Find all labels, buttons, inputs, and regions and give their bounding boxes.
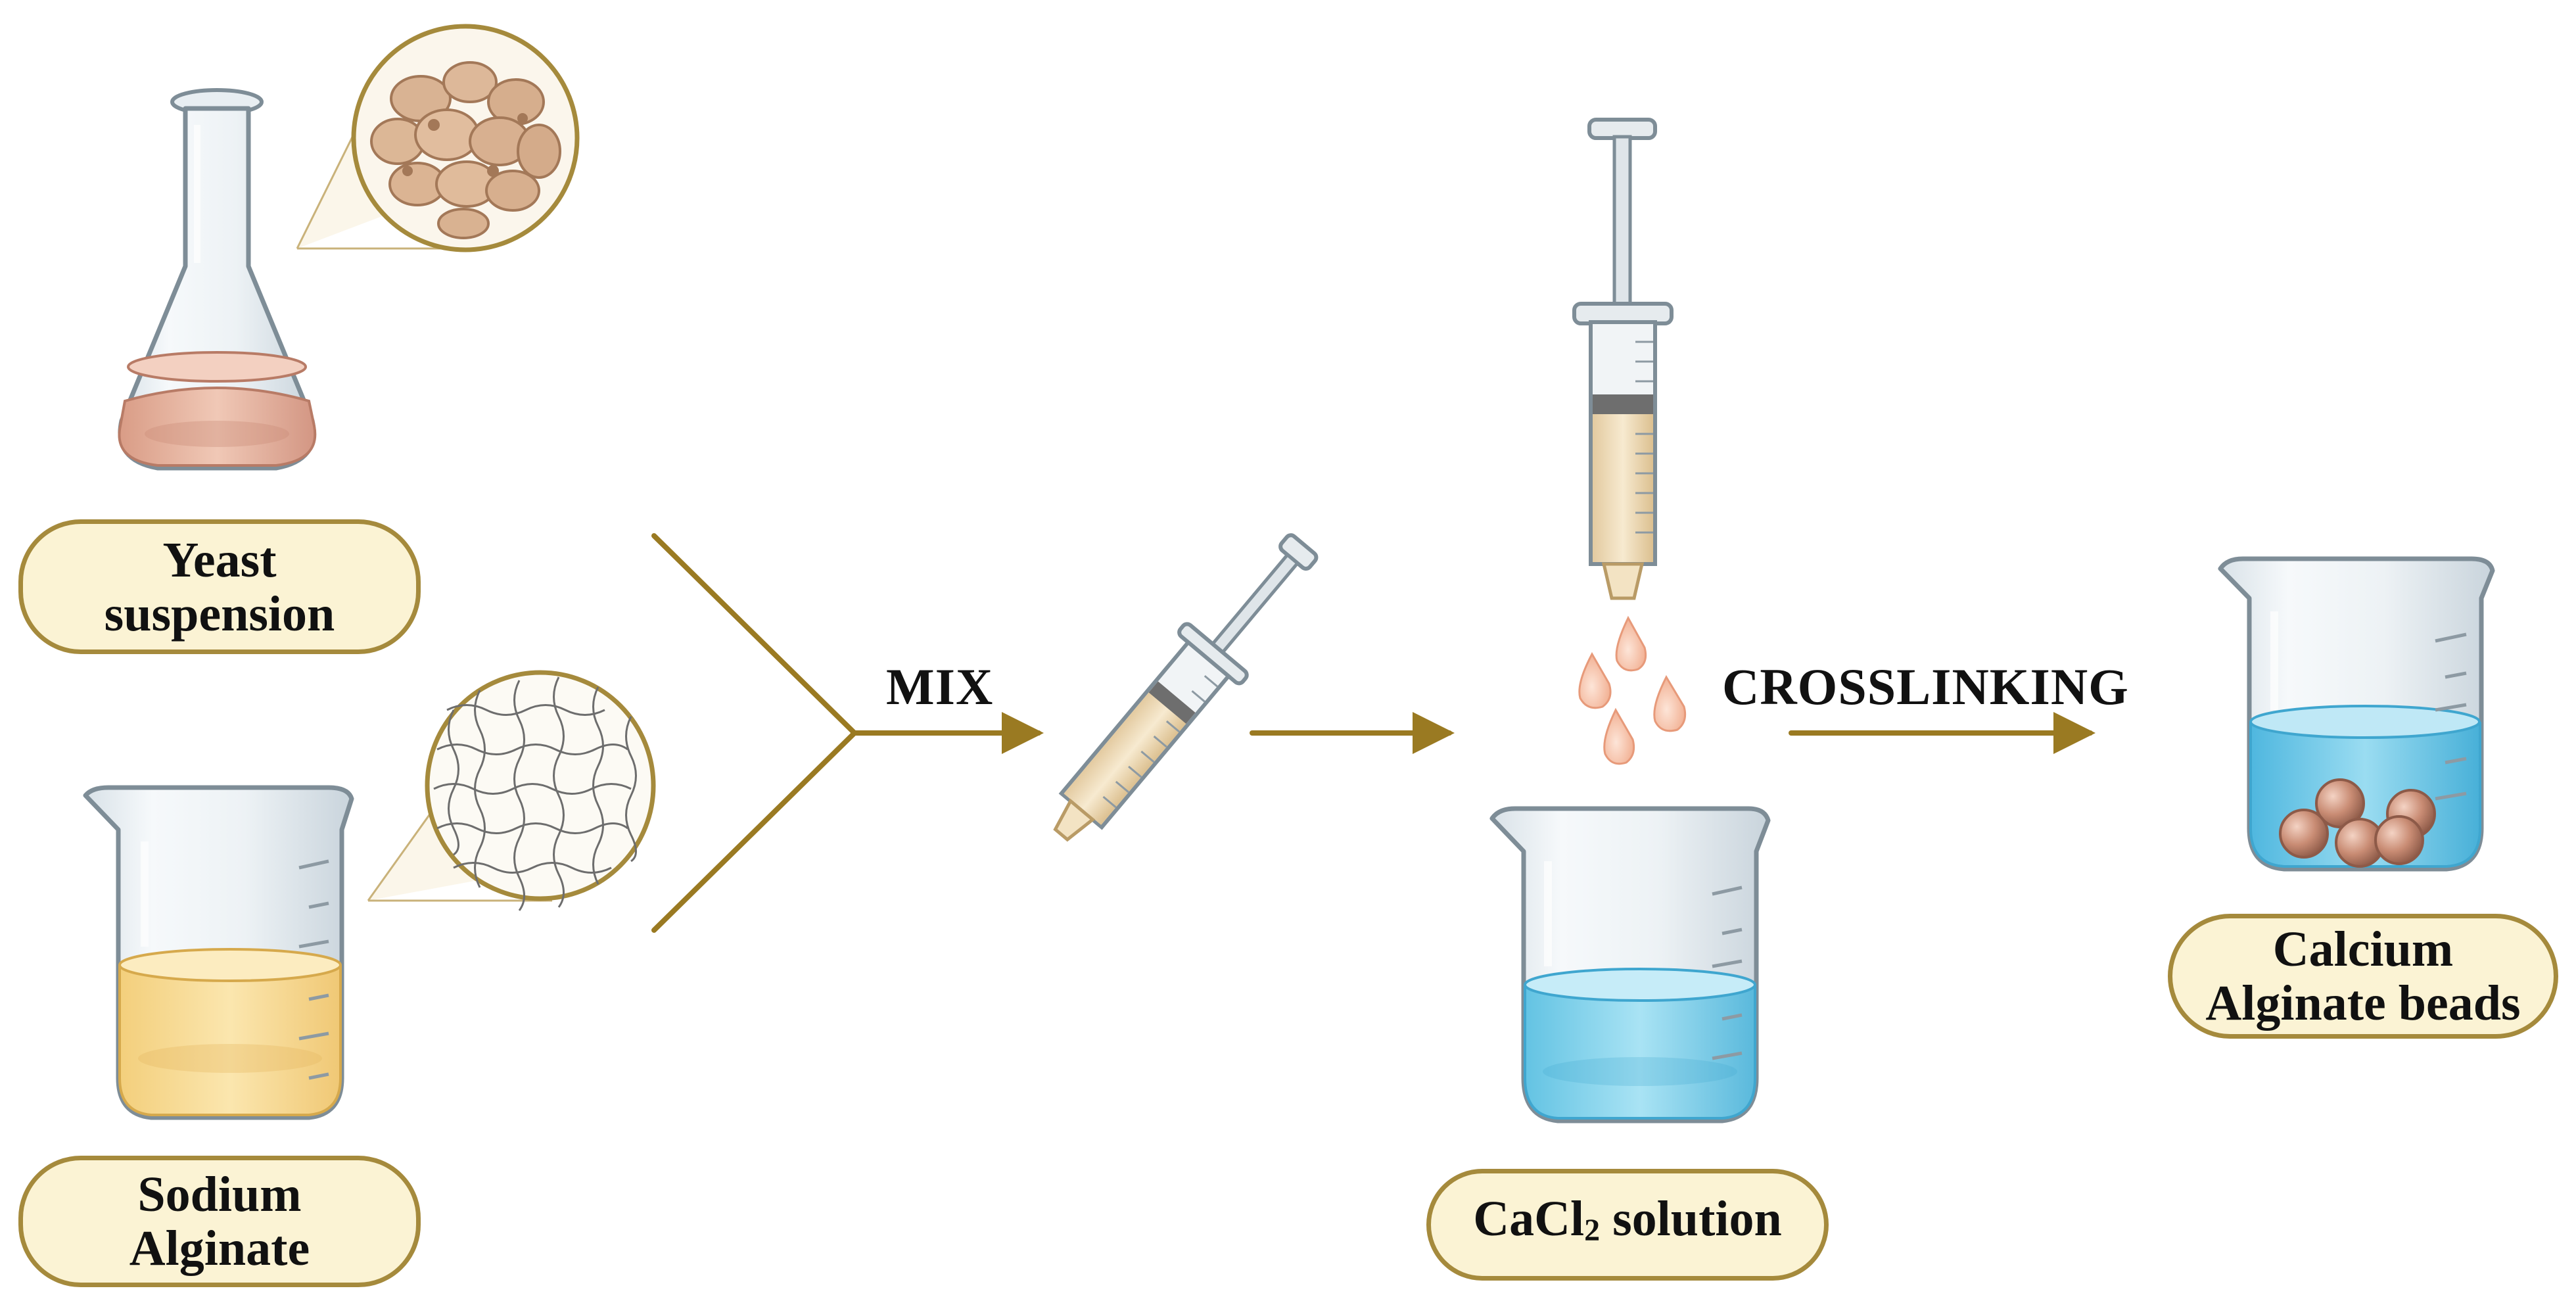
label-yeast-suspension: Yeast suspension xyxy=(18,519,421,654)
calcium-alginate-beads xyxy=(2279,778,2436,868)
label-cacl2-suffix: solution xyxy=(1600,1191,1782,1246)
beaker-cacl2-icon xyxy=(1489,806,1771,1123)
label-beads-line1: Calcium xyxy=(2272,922,2454,977)
droplets-icon xyxy=(1578,615,1687,765)
label-yeast-line1: Yeast xyxy=(162,532,277,588)
label-alginate-line2: Alginate xyxy=(129,1221,310,1276)
beaker-beads-icon xyxy=(2218,556,2495,872)
label-cacl2-subscript: 2 xyxy=(1584,1213,1601,1248)
syringe-mixed-icon xyxy=(1053,533,1319,842)
step-crosslinking-label: CROSSLINKING xyxy=(1722,658,2129,715)
label-alginate-line1: Sodium xyxy=(137,1167,302,1222)
yeast-zoom-callout xyxy=(296,24,580,252)
beaker-alginate-icon xyxy=(83,785,354,1120)
step-mix-label: MIX xyxy=(886,658,994,715)
label-cacl2-prefix: CaCl xyxy=(1473,1191,1585,1246)
polymer-network-icon xyxy=(433,676,637,911)
label-cacl2-solution: CaCl2 solution xyxy=(1426,1169,1829,1281)
label-sodium-alginate: Sodium Alginate xyxy=(18,1156,421,1287)
alginate-zoom-callout xyxy=(367,670,656,911)
label-yeast-line2: suspension xyxy=(104,586,335,642)
label-calcium-alginate-beads: Calcium Alginate beads xyxy=(2168,914,2558,1039)
label-beads-line2: Alginate beads xyxy=(2205,976,2521,1031)
erlenmeyer-flask-icon xyxy=(118,88,317,471)
yeast-cells-icon xyxy=(370,61,561,239)
merge-arrow xyxy=(651,533,1044,933)
syringe-dropping-icon xyxy=(1572,118,1674,600)
